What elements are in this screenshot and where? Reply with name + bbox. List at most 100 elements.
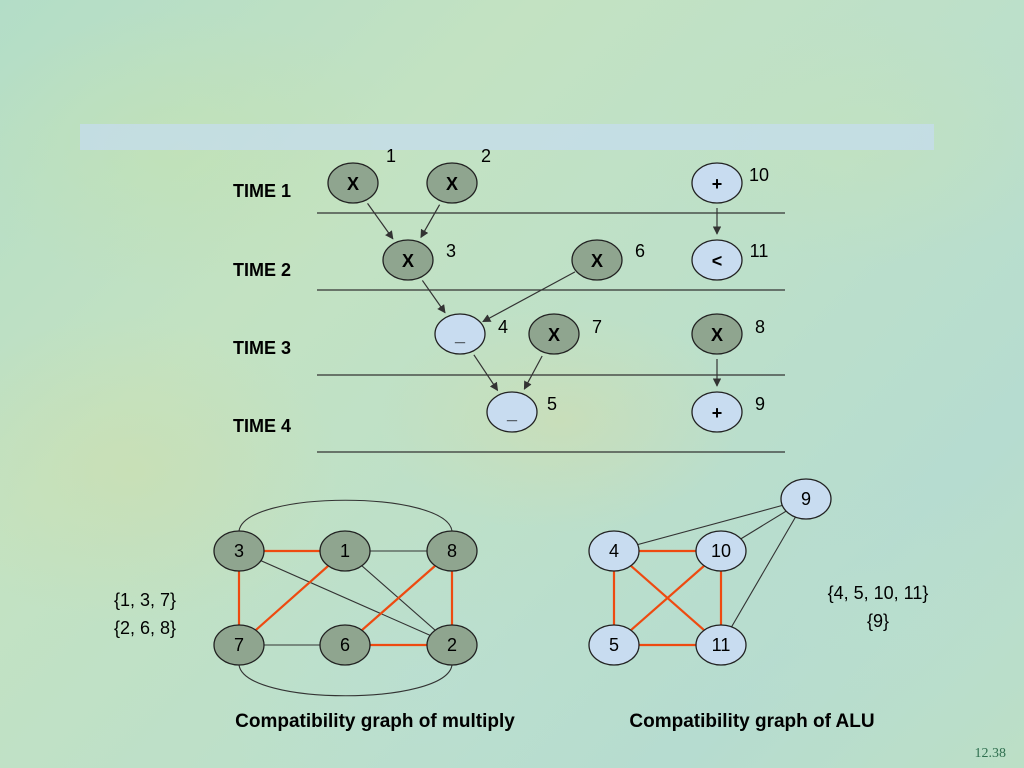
operation-number: 7 — [592, 317, 602, 337]
graph-node-shape — [695, 530, 747, 572]
graph-node-label: 3 — [234, 541, 244, 561]
time-label-2: TIME 2 — [233, 260, 291, 280]
operation-number: 9 — [755, 394, 765, 414]
graph-node-9: 9 — [780, 478, 832, 520]
operation-node-shape — [382, 239, 434, 281]
operation-symbol: X — [711, 325, 723, 345]
graph-node-8: 8 — [426, 530, 478, 572]
operation-node-11: <11 — [691, 239, 769, 281]
alu-set-2: {9} — [867, 611, 889, 631]
graph-node-shape — [213, 530, 265, 572]
operation-node-shape — [434, 313, 486, 355]
graph-node-label: 4 — [609, 541, 619, 561]
dependency-arrow — [367, 202, 394, 240]
graph-node-shape — [695, 624, 747, 666]
compatible-edge — [344, 550, 453, 646]
operation-number: 5 — [547, 394, 557, 414]
operation-number: 6 — [635, 241, 645, 261]
graph-node-shape — [588, 530, 640, 572]
graph-node-label: 5 — [609, 635, 619, 655]
time-label-4: TIME 4 — [233, 416, 291, 436]
operation-symbol: X — [402, 251, 414, 271]
graph-node-2: 2 — [426, 624, 478, 666]
plain-edge — [238, 664, 453, 697]
time-label-1: TIME 1 — [233, 181, 291, 201]
operation-node-shape — [691, 391, 743, 433]
graph-node-label: 10 — [711, 541, 731, 561]
alu-graph-edges — [612, 498, 807, 647]
operation-number: 2 — [481, 146, 491, 166]
graph-node-label: 1 — [340, 541, 350, 561]
dependency-arrow — [482, 271, 576, 323]
dependency-arrow — [473, 354, 499, 392]
graph-node-label: 2 — [447, 635, 457, 655]
operation-symbol: X — [548, 325, 560, 345]
graph-node-4: 4 — [588, 530, 640, 572]
operation-number: 11 — [750, 241, 769, 261]
graph-node-label: 7 — [234, 635, 244, 655]
alu-set-1: {4, 5, 10, 11} — [828, 583, 929, 603]
operation-symbol: + — [712, 403, 723, 423]
operation-node-5: _5 — [486, 391, 557, 433]
alu-graph-caption: Compatibility graph of ALU — [629, 711, 874, 732]
graph-node-shape — [588, 624, 640, 666]
operation-node-4: _4 — [434, 313, 508, 355]
operation-symbol: _ — [454, 325, 466, 345]
compatible-edge — [238, 550, 346, 646]
graph-node-shape — [319, 624, 371, 666]
operation-node-2: X2 — [426, 146, 491, 204]
operation-symbol: X — [591, 251, 603, 271]
graph-node-7: 7 — [213, 624, 265, 666]
operation-node-shape — [571, 239, 623, 281]
operation-symbol: + — [712, 174, 723, 194]
graph-node-5: 5 — [588, 624, 640, 666]
operation-node-shape — [327, 162, 379, 204]
multiply-graph-caption: Compatibility graph of multiply — [235, 711, 515, 732]
operation-symbol: X — [446, 174, 458, 194]
operation-node-9: +9 — [691, 391, 765, 433]
operation-symbol: X — [347, 174, 359, 194]
graph-node-1: 1 — [319, 530, 371, 572]
operation-number: 8 — [755, 317, 765, 337]
dependency-arrow — [421, 280, 446, 314]
operation-node-shape — [691, 313, 743, 355]
operation-node-shape — [691, 162, 743, 204]
graph-node-label: 8 — [447, 541, 457, 561]
alu-compatibility-graph: 9 4 10 5 11 {4, 5, 10, 11} {9} Compatibility… — [588, 478, 929, 732]
operation-node-shape — [528, 313, 580, 355]
graph-node-shape — [426, 624, 478, 666]
title-band — [80, 124, 934, 150]
alu-graph-nodes: 9 4 10 5 11 — [588, 478, 832, 666]
graph-node-label: 9 — [801, 489, 811, 509]
time-separators — [317, 212, 785, 453]
compatible-edge — [613, 550, 722, 646]
schedule-edges — [367, 202, 722, 392]
operation-number: 1 — [386, 146, 396, 166]
graph-node-shape — [426, 530, 478, 572]
operation-node-10: +10 — [691, 162, 769, 204]
operation-number: 3 — [446, 241, 456, 261]
graph-node-label: 6 — [340, 635, 350, 655]
multiply-graph-nodes: 3 1 8 7 6 2 — [213, 530, 478, 666]
operation-number: 4 — [498, 317, 508, 337]
multiply-graph-edges — [237, 499, 454, 697]
operation-node-shape — [426, 162, 478, 204]
operation-node-1: X1 — [327, 146, 396, 204]
operation-number: 10 — [749, 165, 769, 185]
plain-edge — [613, 498, 807, 552]
graph-node-11: 11 — [695, 624, 747, 666]
graph-node-label: 11 — [712, 635, 731, 655]
dependency-arrow — [420, 204, 441, 239]
graph-node-3: 3 — [213, 530, 265, 572]
operation-symbol: _ — [506, 403, 518, 423]
operation-symbol: < — [712, 251, 723, 271]
graph-node-6: 6 — [319, 624, 371, 666]
